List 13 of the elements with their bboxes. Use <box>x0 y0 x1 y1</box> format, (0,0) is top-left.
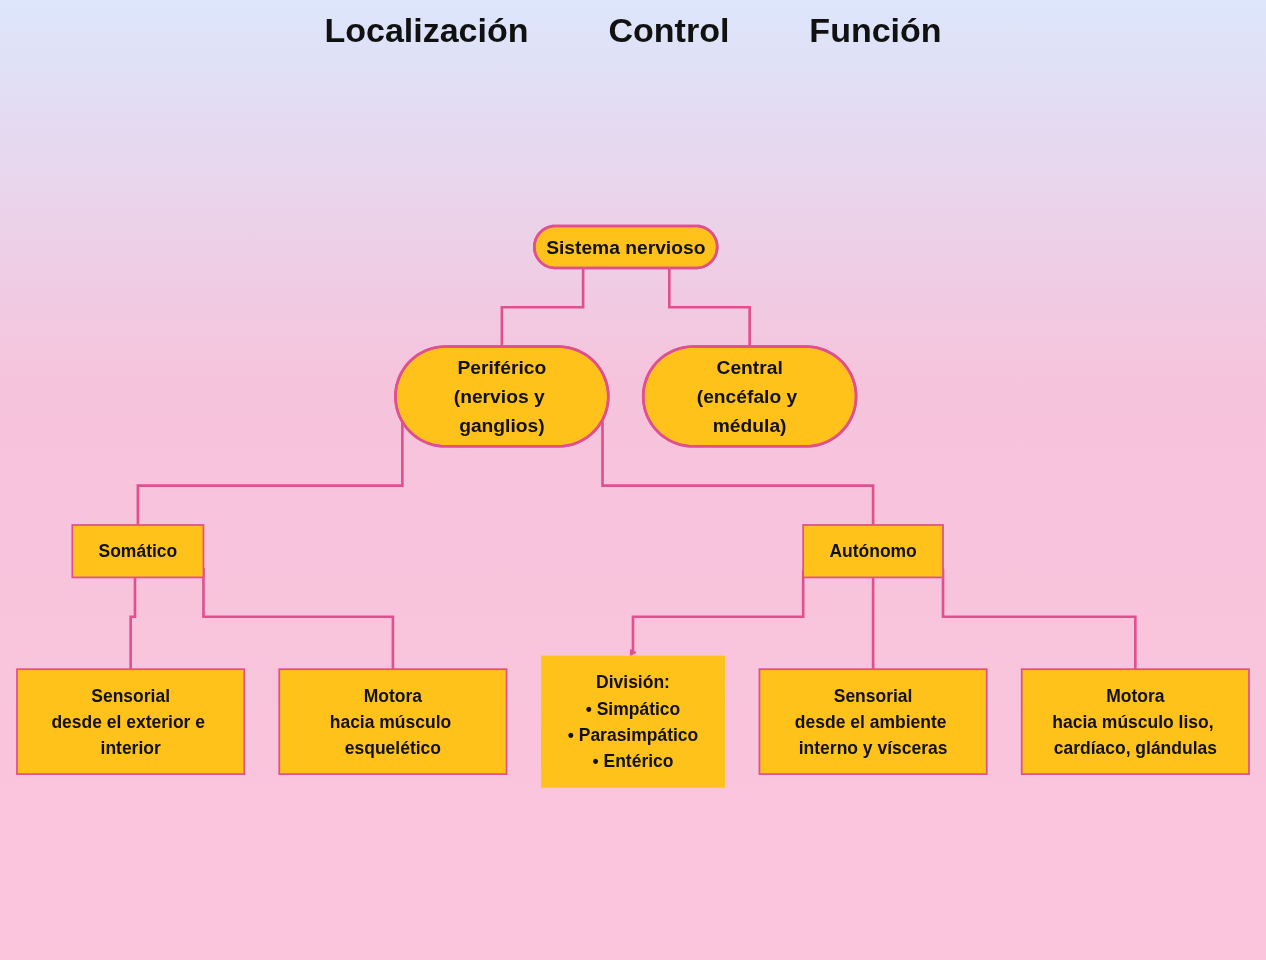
section-label: Función <box>809 10 942 50</box>
connector <box>601 421 875 527</box>
node-box: Sensorial desde el exterior e interior <box>16 668 246 776</box>
section-label: Control <box>608 10 730 50</box>
connector <box>871 577 875 671</box>
node-box: Autónomo <box>802 524 944 579</box>
node-box: Sensorial desde el ambiente interno y vísceras <box>758 668 988 776</box>
connector <box>129 577 137 671</box>
node-box: Motora hacia músculo esquelético <box>278 668 508 776</box>
node-box: Motora hacia músculo liso, cardíaco, glándulas <box>1020 668 1250 776</box>
node-box: Somático <box>71 524 205 579</box>
node-box: División: • Simpático • Parasimpático • Entérico <box>541 656 725 789</box>
section-label: Localización <box>324 10 529 50</box>
